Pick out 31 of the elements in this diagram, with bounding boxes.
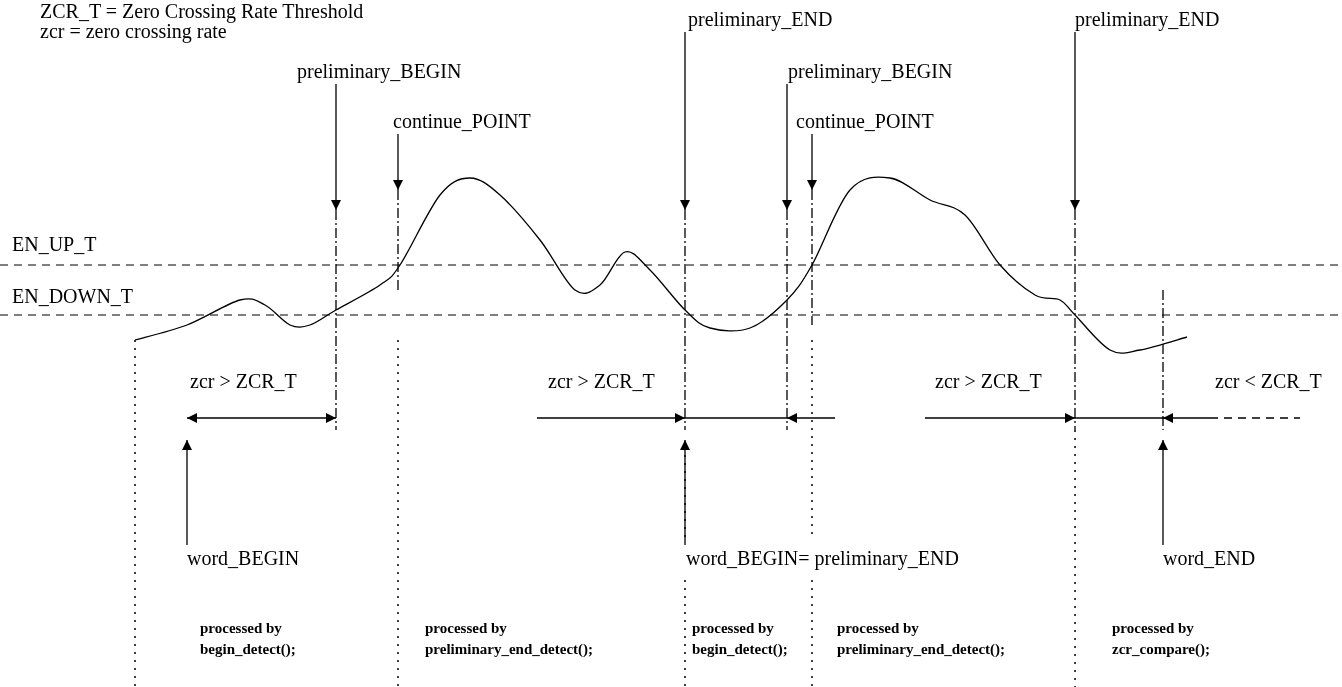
callout-label: continue_POINT bbox=[393, 110, 531, 132]
note-text: processed by begin_detect(); bbox=[692, 619, 789, 659]
callout-label: continue_POINT bbox=[796, 110, 934, 132]
arrow bbox=[1158, 439, 1168, 546]
definition-text: ZCR_T = Zero Crossing Rate Threshold bbox=[40, 0, 364, 22]
condition-label: zcr < ZCR_T bbox=[1215, 370, 1322, 392]
arrow bbox=[1070, 31, 1080, 211]
callout-label: preliminary_BEGIN bbox=[297, 60, 462, 82]
callout-label: preliminary_END bbox=[688, 8, 833, 30]
callout-label: word_BEGIN= preliminary_END bbox=[686, 547, 959, 569]
note-text: processed by preliminary_end_detect(); bbox=[837, 619, 1007, 659]
arrow bbox=[680, 31, 690, 211]
condition-label: zcr > ZCR_T bbox=[548, 370, 655, 392]
note-text: processed by zcr_compare(); bbox=[1112, 619, 1211, 659]
arrow bbox=[782, 83, 792, 211]
callout-label: preliminary_END bbox=[1075, 8, 1220, 30]
arrow bbox=[331, 83, 341, 211]
arrow bbox=[807, 133, 817, 191]
condition-label: zcr > ZCR_T bbox=[190, 370, 297, 392]
condition-label: zcr > ZCR_T bbox=[935, 370, 1042, 392]
callout-label: word_BEGIN bbox=[187, 547, 300, 569]
arrow bbox=[182, 439, 192, 546]
note-text: processed by begin_detect(); bbox=[200, 619, 297, 659]
arrow bbox=[393, 133, 403, 191]
threshold-label: EN_DOWN_T bbox=[12, 285, 134, 307]
definition-text: zcr = zero crossing rate bbox=[40, 20, 227, 42]
threshold-label: EN_UP_T bbox=[12, 233, 97, 255]
callout-label: word_END bbox=[1163, 547, 1256, 569]
note-text: processed by preliminary_end_detect(); bbox=[425, 619, 595, 659]
arrow bbox=[680, 439, 690, 546]
callout-label: preliminary_BEGIN bbox=[788, 60, 953, 82]
